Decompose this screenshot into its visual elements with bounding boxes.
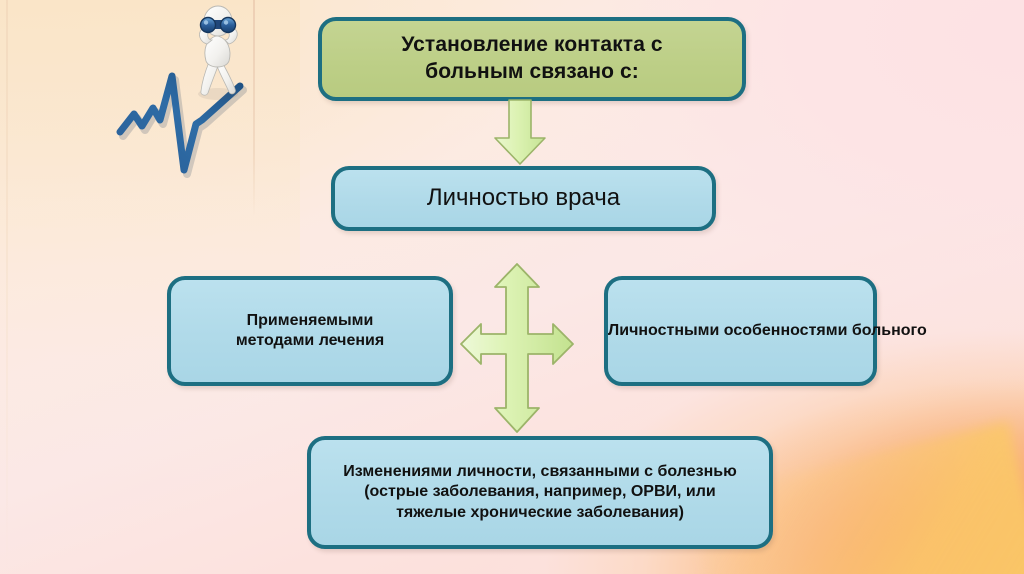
node-treatment-methods: Применяемыми методами лечения [167, 276, 453, 386]
node-doctor-personality-text: Личностью врача [426, 184, 621, 212]
node-treatment-methods-text: Применяемыми методами лечения [235, 311, 385, 349]
title-box: Установление контакта с больным связано … [318, 17, 746, 101]
arrow-four-way-icon [460, 263, 574, 433]
node-personality-changes: Изменениями личности, связанными с болез… [307, 436, 773, 549]
node-patient-traits-text: Личностными особенностями больного [608, 321, 927, 339]
node-patient-traits: Личностными особенностями больного [604, 276, 927, 386]
vertical-divider-line [253, 0, 255, 216]
node-personality-changes-text: Изменениями личности, связанными с болез… [343, 462, 737, 521]
arrow-down-icon [494, 99, 546, 165]
left-edge-line [6, 0, 8, 574]
node-doctor-personality: Личностью врача [331, 166, 716, 231]
title-box-text: Установление контакта с больным связано … [401, 33, 663, 83]
figure-with-binoculars-icon [116, 5, 247, 178]
